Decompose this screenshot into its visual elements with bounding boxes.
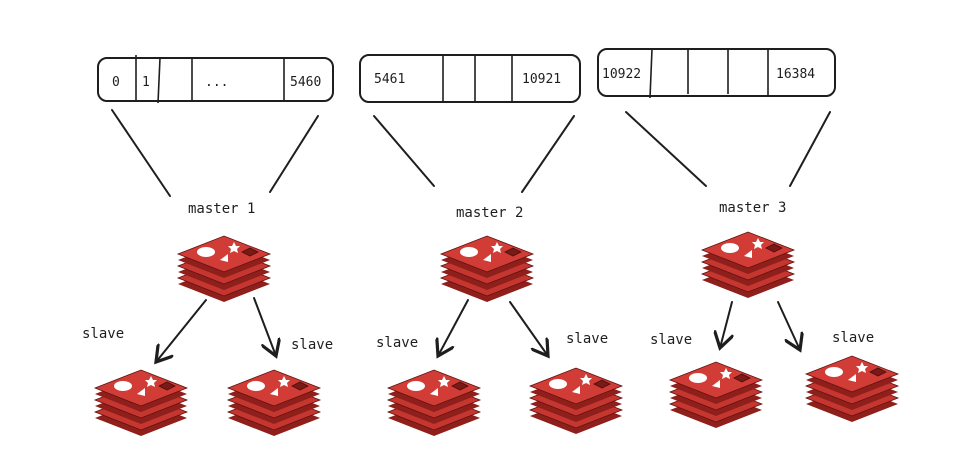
funnel-lines [111, 109, 831, 197]
slot-cell: ... [205, 75, 228, 90]
slave-label: slave [832, 330, 875, 346]
master-label: master 1 [188, 201, 256, 217]
master-label: master 3 [719, 200, 787, 216]
redis-logo-icon [529, 367, 623, 435]
slot-cell: 5460 [290, 75, 321, 90]
slot-cell: 10922 [602, 67, 641, 82]
redis-logo-icon [387, 369, 481, 437]
slave-label: slave [82, 326, 125, 342]
redis-logo-icon [227, 369, 321, 437]
slot-cell: 1 [142, 75, 150, 90]
redis-logo-icon [701, 231, 795, 299]
master-label: master 2 [456, 205, 524, 221]
redis-logo-icon [177, 235, 271, 303]
slot-cell: 16384 [776, 67, 815, 82]
slot-box-2: 5461 10921 [359, 54, 581, 103]
slot-box-3: 10922 16384 [597, 48, 836, 99]
slave-label: slave [291, 337, 334, 353]
slave-label: slave [650, 332, 693, 348]
redis-logo-icon [805, 355, 899, 423]
redis-logo-icon [440, 235, 534, 303]
slot-cell: 0 [112, 75, 120, 90]
slave-label: slave [566, 331, 609, 347]
replication-arrows [156, 297, 800, 362]
redis-logo-icon [669, 361, 763, 429]
slot-cell: 5461 [374, 72, 405, 87]
redis-logo-icon [94, 369, 188, 437]
slot-box-1: 0 1 ... 5460 [97, 55, 334, 104]
slot-cell: 10921 [522, 72, 561, 87]
slave-label: slave [376, 335, 419, 351]
